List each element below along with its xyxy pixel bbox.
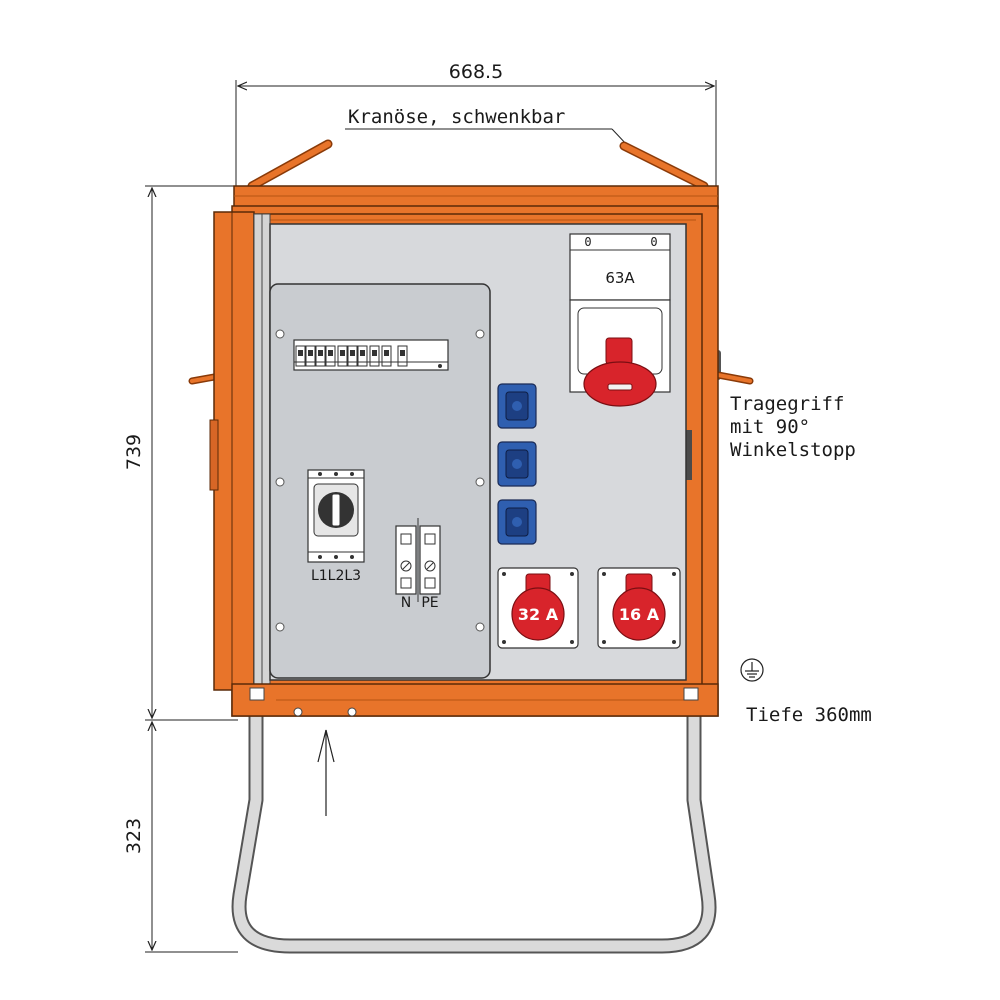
stand-height-value: 323 [123, 818, 145, 854]
cabinet-height-value: 739 [123, 434, 145, 470]
ground-symbol-icon [740, 658, 764, 682]
dimension-width: 668.5 [235, 61, 717, 190]
crane-eye-callout: Kranöse, schwenkbar [345, 106, 629, 147]
socket-3[interactable] [497, 499, 537, 545]
cee-outlet-63a[interactable]: 0 0 63A [569, 233, 671, 407]
crane-eye-left [247, 139, 333, 191]
pe-label: PE [421, 595, 438, 611]
handle-line-2: mit 90° [730, 416, 810, 438]
crane-eye-right [619, 141, 709, 191]
cee-32-label: 32 A [518, 605, 559, 624]
socket-2[interactable] [497, 441, 537, 487]
main-switch-label: L1L2L3 [311, 568, 361, 584]
crane-eye-label: Kranöse, schwenkbar [348, 106, 565, 128]
depth-label: Tiefe 360mm [746, 704, 872, 726]
main-63-mark-right: 0 [650, 235, 657, 249]
up-arrow-icon [317, 729, 335, 816]
handle-annotation: Tragegriff mit 90° Winkelstopp [730, 393, 856, 461]
main-rotary-switch[interactable]: L1L2L3 [307, 469, 365, 584]
width-value: 668.5 [449, 61, 503, 83]
handle-line-3: Winkelstopp [730, 439, 856, 461]
main-63-label: 63A [605, 269, 635, 287]
cee-outlet-32a[interactable]: 32 A [497, 567, 579, 649]
dimension-stand-height: 323 [123, 722, 238, 953]
handle-line-1: Tragegriff [730, 393, 844, 415]
n-pe-terminals: N PE [395, 518, 441, 611]
main-63-mark-left: 0 [584, 235, 591, 249]
dimension-cabinet-height: 739 [123, 185, 238, 721]
breaker-row [293, 339, 449, 371]
socket-1[interactable] [497, 383, 537, 429]
n-label: N [401, 595, 411, 611]
stand-frame [231, 700, 717, 954]
cee-16-label: 16 A [619, 605, 660, 624]
cee-outlet-16a[interactable]: 16 A [597, 567, 681, 649]
